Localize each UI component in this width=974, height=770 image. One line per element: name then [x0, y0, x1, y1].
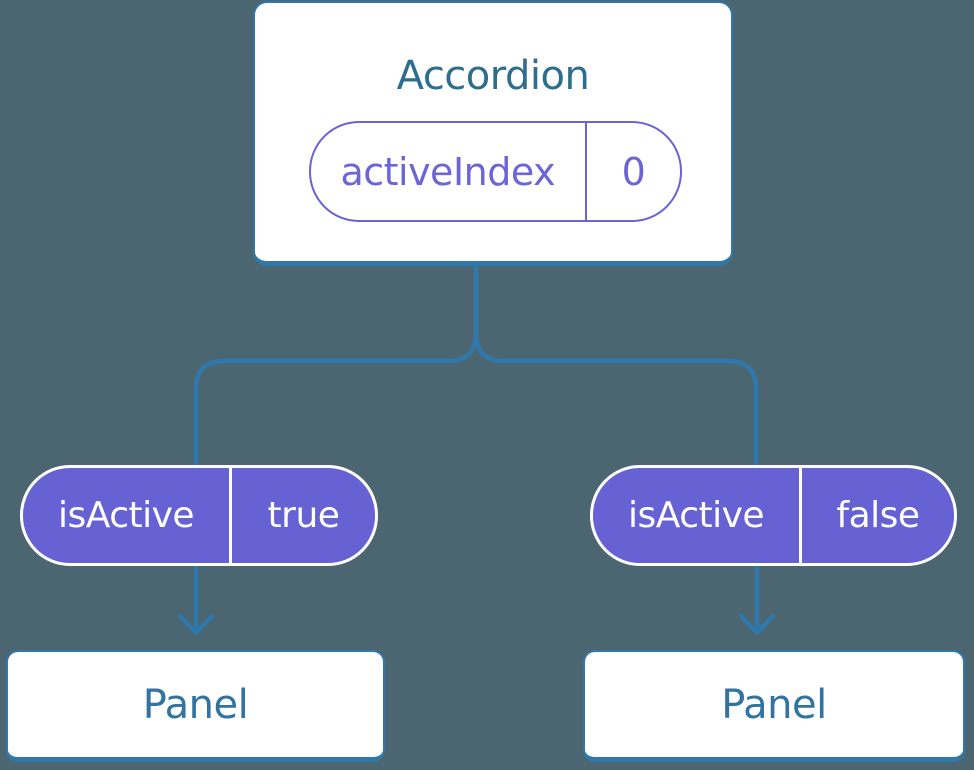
prop-value-label: 0	[621, 149, 646, 194]
state-value-label: false	[836, 495, 920, 536]
state-pill-isactive-false: isActive false	[590, 465, 957, 566]
arrow-right	[738, 561, 776, 636]
pill-divider	[799, 468, 802, 563]
pill-divider	[584, 123, 587, 220]
panel-title: Panel	[142, 681, 249, 728]
prop-name-label: activeIndex	[340, 149, 556, 194]
connector-left-branch	[193, 262, 479, 466]
pill-divider	[229, 468, 232, 563]
prop-pill-activeindex: activeIndex 0	[309, 121, 682, 222]
connector-right-branch	[473, 262, 759, 466]
state-name-label: isActive	[57, 495, 195, 536]
panel-component-card-right: Panel	[583, 650, 965, 762]
panel-title: Panel	[721, 681, 827, 728]
panel-component-card-left: Panel	[6, 650, 385, 762]
state-pill-isactive-true: isActive true	[20, 465, 378, 566]
state-name-label: isActive	[627, 495, 765, 536]
state-value-label: true	[267, 495, 340, 536]
accordion-component-card: Accordion activeIndex 0	[253, 1, 733, 266]
accordion-title: Accordion	[396, 53, 590, 99]
arrow-left	[177, 561, 215, 636]
